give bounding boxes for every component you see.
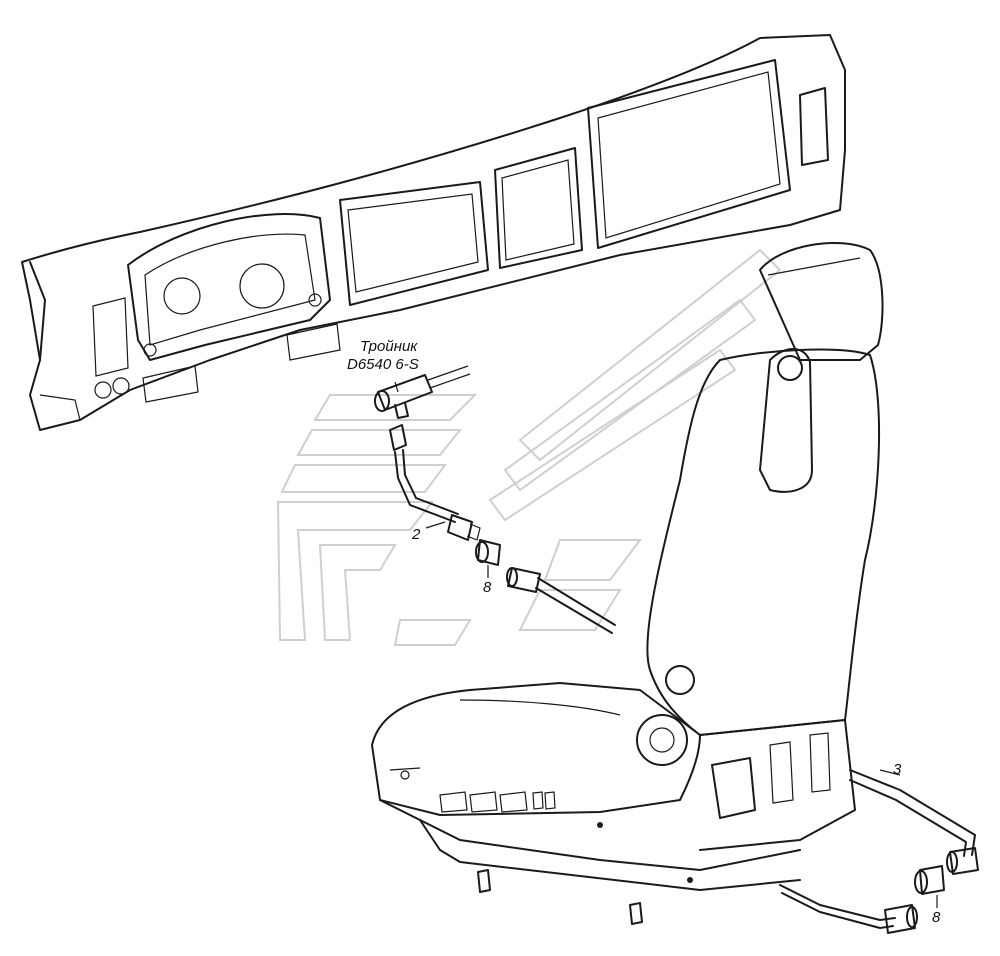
watermark-logo xyxy=(276,248,782,646)
union-part-8-lower xyxy=(914,865,945,895)
dashboard-panel xyxy=(21,34,846,431)
part-2-label: 2 xyxy=(412,526,421,543)
tee-fitting xyxy=(374,365,471,419)
leader-lines xyxy=(394,381,938,908)
driver-seat xyxy=(371,241,884,925)
union-part-8-upper xyxy=(475,539,501,566)
tube-part-3 xyxy=(779,769,979,934)
part-8-lower-label: 8 xyxy=(932,909,941,926)
part-8-upper-label: 8 xyxy=(483,579,492,596)
seat-supply-tube xyxy=(506,567,616,634)
tee-code-label: D6540 6-S xyxy=(347,356,419,373)
tee-name-label: Тройник xyxy=(360,338,418,355)
part-3-label: 3 xyxy=(893,761,902,778)
tube-part-2 xyxy=(389,424,481,541)
